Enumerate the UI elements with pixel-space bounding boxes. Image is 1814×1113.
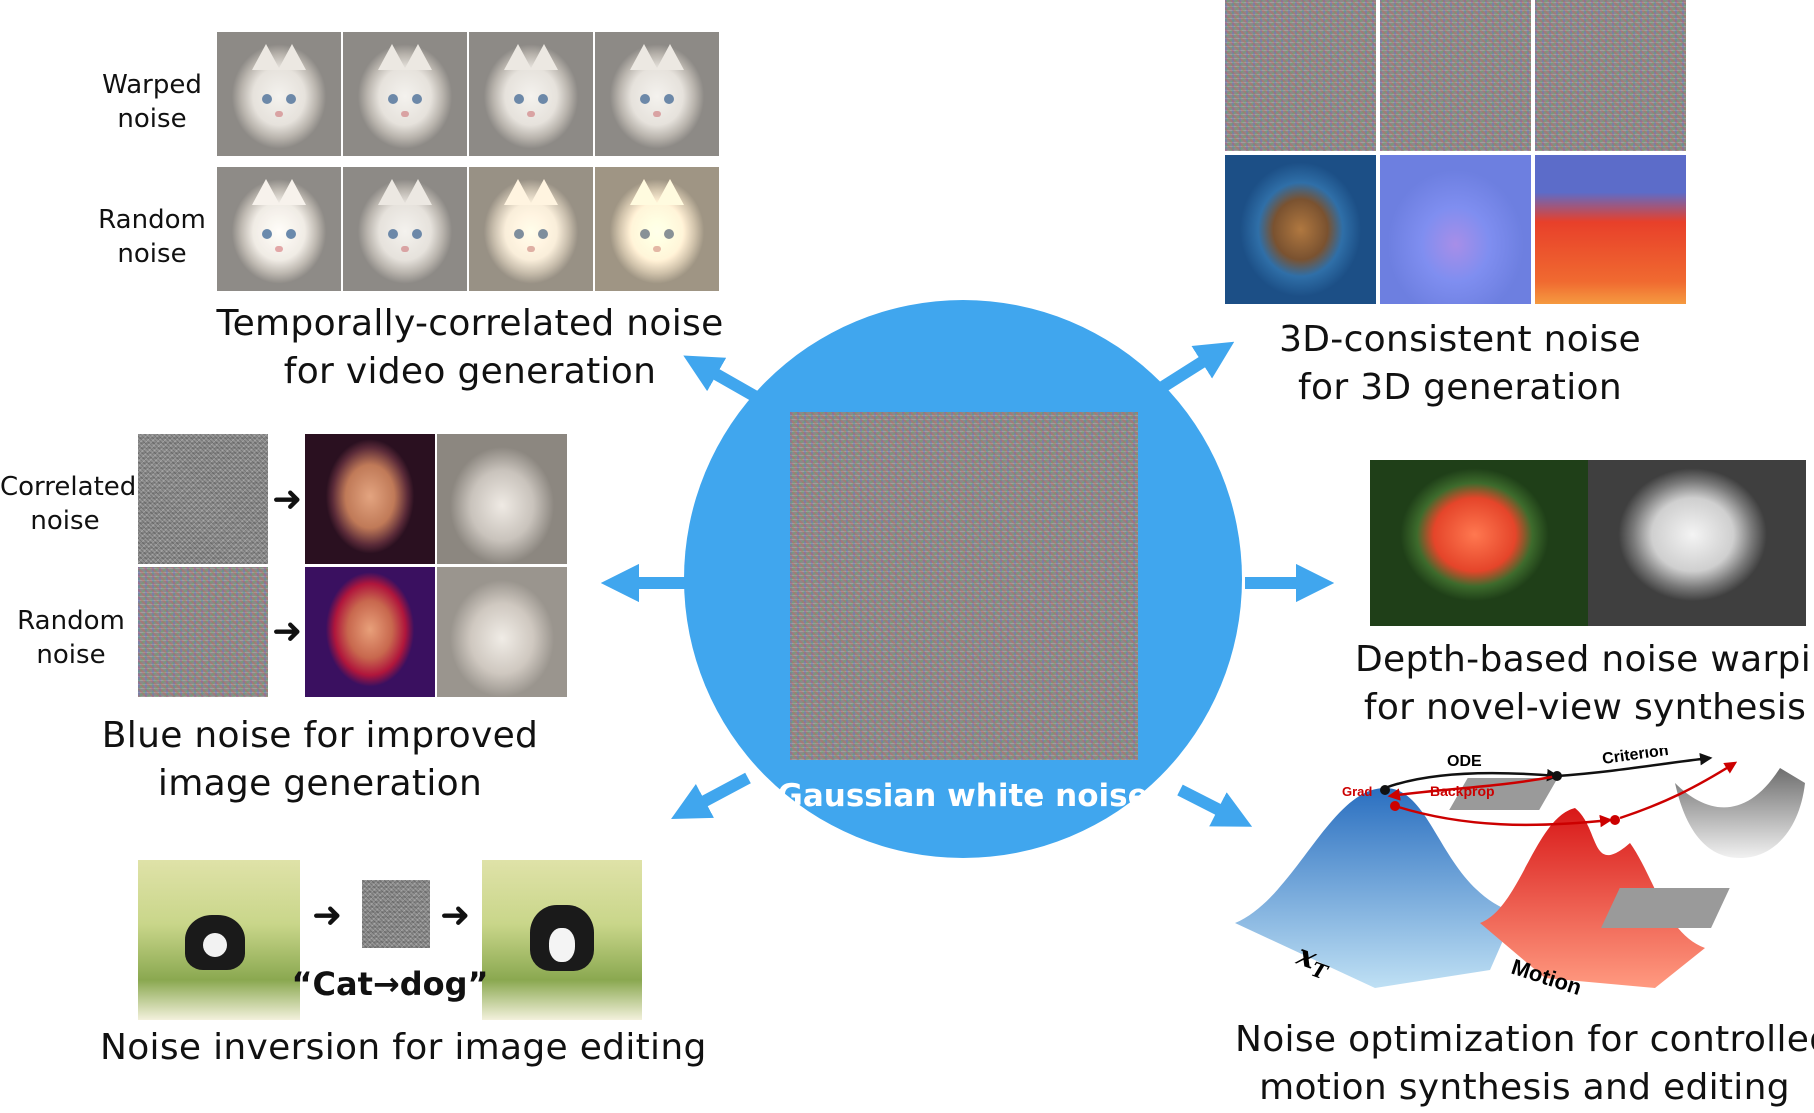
rgb-cat-view bbox=[1225, 155, 1376, 304]
cat-frame bbox=[595, 32, 719, 156]
depth-map-image bbox=[1588, 460, 1806, 626]
random-noise-tile bbox=[138, 567, 268, 697]
ode-arrow bbox=[1384, 768, 1560, 790]
arrow-bottom-left bbox=[671, 772, 751, 820]
cat-result bbox=[437, 567, 567, 697]
node-start bbox=[1380, 785, 1390, 795]
edit-prompt: “Cat→dog” bbox=[291, 965, 489, 1003]
criterion-arrow bbox=[1556, 752, 1713, 778]
arrow-bottom-right bbox=[1177, 784, 1253, 827]
pose-plate-bottom bbox=[1601, 888, 1730, 928]
caption-depth: Depth-based noise warping for novel-view… bbox=[1355, 639, 1814, 728]
3d-grid bbox=[1225, 0, 1687, 304]
caption-inversion: Noise inversion for image editing bbox=[100, 1027, 707, 1068]
row-label-correlated: Correlated noise bbox=[0, 472, 137, 536]
optimized-arrow bbox=[1619, 761, 1738, 820]
right-arrow-icon: ➜ bbox=[272, 479, 303, 520]
cat-frame bbox=[343, 32, 467, 156]
label-ode: ODE bbox=[1447, 753, 1482, 770]
cat-frame bbox=[343, 167, 467, 291]
warped-cat-strip bbox=[217, 32, 719, 156]
label-backprop: Backprop bbox=[1430, 783, 1495, 799]
node-grad bbox=[1390, 801, 1400, 811]
backprop-arrow bbox=[1387, 774, 1558, 801]
caption-blue-noise: Blue noise for improved image generation bbox=[101, 715, 539, 804]
arrow-top-left bbox=[683, 355, 768, 408]
flower-image bbox=[1370, 460, 1588, 626]
label-grad: Grad bbox=[1342, 784, 1372, 799]
noisy-cat-view bbox=[1225, 0, 1376, 151]
node-mid bbox=[1552, 771, 1562, 781]
motion-landscape bbox=[1480, 808, 1705, 988]
row-label-random-mid: Random noise bbox=[17, 606, 125, 670]
cat-figure-face bbox=[203, 933, 227, 957]
face-result bbox=[305, 567, 435, 697]
caption-3d: 3D-consistent noise for 3D generation bbox=[1279, 319, 1641, 408]
right-arrow-icon: ➜ bbox=[440, 895, 471, 936]
depth-cat-view bbox=[1535, 155, 1686, 304]
caption-video: Temporally-correlated noise for video ge… bbox=[216, 303, 724, 392]
normal-cat-view bbox=[1380, 155, 1531, 304]
inverted-noise-tile bbox=[362, 880, 430, 948]
right-arrow-icon: ➜ bbox=[272, 611, 303, 652]
gaussian-noise-image bbox=[790, 412, 1138, 760]
motion-optimization-diagram: ODE Backprop Grad Criterion xT Motion bbox=[1235, 748, 1805, 1000]
noisy-cat-view bbox=[1380, 0, 1531, 151]
cat-frame bbox=[217, 32, 341, 156]
criterion-bowl bbox=[1675, 768, 1805, 858]
node-red-mid bbox=[1610, 815, 1620, 825]
correlated-noise-tile bbox=[138, 434, 268, 564]
cat-frame bbox=[217, 167, 341, 291]
dog-figure-face bbox=[549, 928, 575, 962]
row-label-random: Random noise bbox=[98, 205, 206, 269]
noise-landscape bbox=[1235, 788, 1515, 988]
cat-frame bbox=[469, 32, 593, 156]
noisy-cat-view bbox=[1535, 0, 1686, 151]
cat-frame bbox=[595, 167, 719, 291]
caption-motion: Noise optimization for controlled motion… bbox=[1235, 1019, 1814, 1108]
center-label: Gaussian white noise bbox=[777, 778, 1149, 814]
random-cat-strip bbox=[217, 167, 719, 291]
grad-path bbox=[1394, 804, 1613, 828]
arrow-top-right bbox=[1146, 341, 1235, 401]
right-arrow-icon: ➜ bbox=[312, 895, 343, 936]
face-result bbox=[305, 434, 435, 564]
row-label-warped: Warped noise bbox=[102, 70, 202, 134]
cat-result bbox=[437, 434, 567, 564]
cat-frame bbox=[469, 167, 593, 291]
